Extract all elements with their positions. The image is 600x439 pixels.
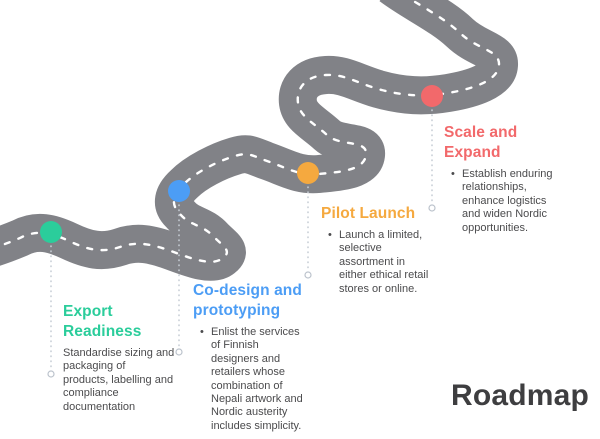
bullet-item: • Enlist the services of Finnish designe… (200, 326, 317, 433)
milestone-body: Standardise sizing and packaging of prod… (63, 347, 175, 413)
milestone-block-codesign-prototyping: Co-design and prototyping • Enlist the s… (193, 281, 317, 433)
connector-end-circle-pilot (304, 271, 312, 279)
road-path (0, 0, 518, 281)
milestone-dot-codesign (168, 180, 190, 202)
connector-end-circle-scale (428, 204, 436, 212)
milestone-heading: Pilot Launch (321, 205, 416, 222)
bullet-item: • Launch a limited, selective assortment… (328, 229, 445, 296)
bullet-text: Enlist the services of Finnish designers… (211, 326, 303, 432)
bullet-glyph: • (328, 229, 332, 241)
milestone-dot-scale (421, 85, 443, 107)
bullet-item: • Establish enduring relationships, enha… (451, 168, 568, 235)
connector-end-circle-codesign (175, 348, 183, 356)
bullet-text: Establish enduring relationships, enhanc… (462, 168, 553, 234)
milestone-block-export-readiness: Export Readiness Standardise sizing and … (63, 302, 195, 414)
milestone-dot-pilot (297, 162, 319, 184)
milestone-heading: Export Readiness (63, 303, 142, 340)
milestone-block-scale-expand: Scale and Expand • Establish enduring re… (444, 123, 568, 235)
milestone-dot-export (40, 221, 62, 243)
page-title: Roadmap (451, 379, 590, 412)
milestone-heading: Co-design and prototyping (193, 282, 302, 319)
bullet-text: Launch a limited, selective assortment i… (339, 229, 429, 295)
connector-end-circle-export (47, 370, 55, 378)
bullet-glyph: • (200, 326, 204, 338)
bullet-glyph: • (451, 168, 455, 180)
milestone-block-pilot-launch: Pilot Launch • Launch a limited, selecti… (321, 204, 445, 296)
milestone-heading: Scale and Expand (444, 124, 518, 161)
